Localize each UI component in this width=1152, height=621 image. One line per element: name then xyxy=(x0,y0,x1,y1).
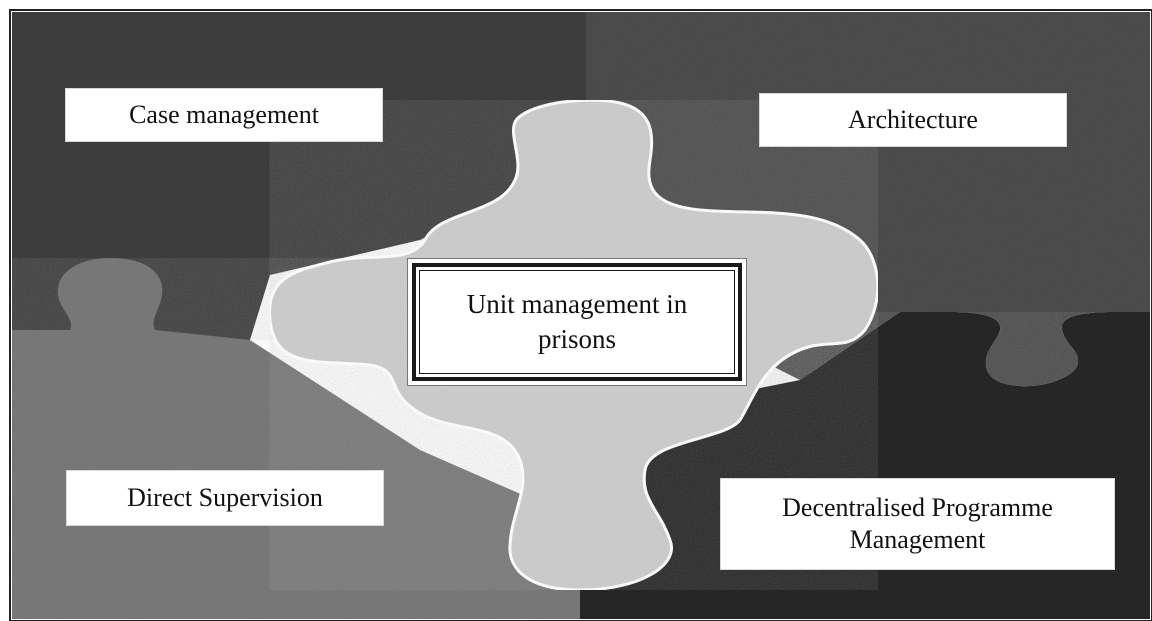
label-architecture: Architecture xyxy=(759,93,1067,147)
label-direct-supervision: Direct Supervision xyxy=(66,470,384,526)
puzzle-piece-direct-supervision xyxy=(12,258,580,619)
center-label-box: Unit management in prisons xyxy=(407,258,747,386)
label-decentralised-programme-management: Decentralised Programme Management xyxy=(720,478,1115,570)
label-case-management: Case management xyxy=(65,88,383,142)
center-label-frame: Unit management in prisons xyxy=(412,263,742,381)
center-label: Unit management in prisons xyxy=(419,270,735,374)
